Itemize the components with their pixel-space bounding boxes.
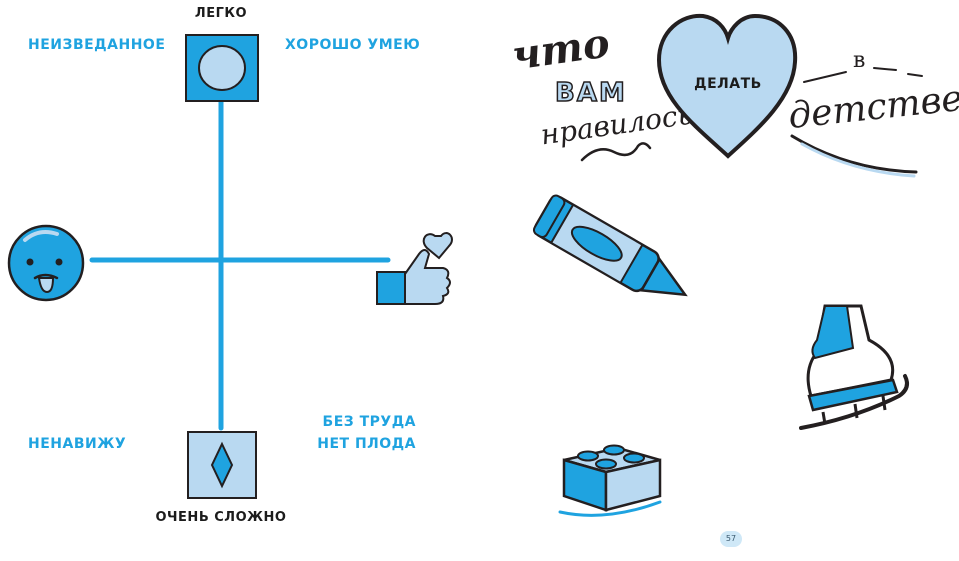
label-good-at: Хорошо умею	[285, 37, 421, 53]
label-unexplored: Неизведанное	[28, 37, 166, 53]
label-easy: Легко	[194, 6, 248, 21]
lego-brick-icon	[558, 444, 662, 517]
flourish-decoration	[580, 142, 652, 162]
circle-square-icon	[185, 34, 259, 102]
crayon-icon	[532, 194, 688, 297]
label-no-pain-line2: нет плода	[317, 436, 416, 452]
matrix-axes	[89, 97, 391, 431]
label-very-hard: Очень сложно	[155, 510, 287, 525]
disgusted-face-icon	[7, 224, 85, 302]
swoosh-decoration	[790, 134, 918, 178]
page-number: 57	[720, 531, 742, 547]
diamond-square-icon	[187, 431, 257, 499]
dash-lines-decoration	[803, 67, 923, 83]
label-hate: Ненавижу	[28, 436, 127, 452]
label-no-pain-line1: Без труда	[322, 414, 416, 430]
heading-word-in: в	[853, 48, 866, 73]
matrix-diagram: Легко Неизведанное Хорошо умею Ненавижу …	[7, 6, 453, 525]
heading-word-you: вам	[554, 77, 627, 109]
heart-word-do: делать	[694, 76, 762, 92]
heart-icon	[656, 13, 798, 159]
ice-skate-icon	[799, 304, 909, 430]
heading-word-what: что	[509, 19, 613, 80]
thumbs-up-heart-icon	[376, 232, 453, 305]
heading-block: что вам нравилось делать в детстве?	[500, 0, 959, 200]
